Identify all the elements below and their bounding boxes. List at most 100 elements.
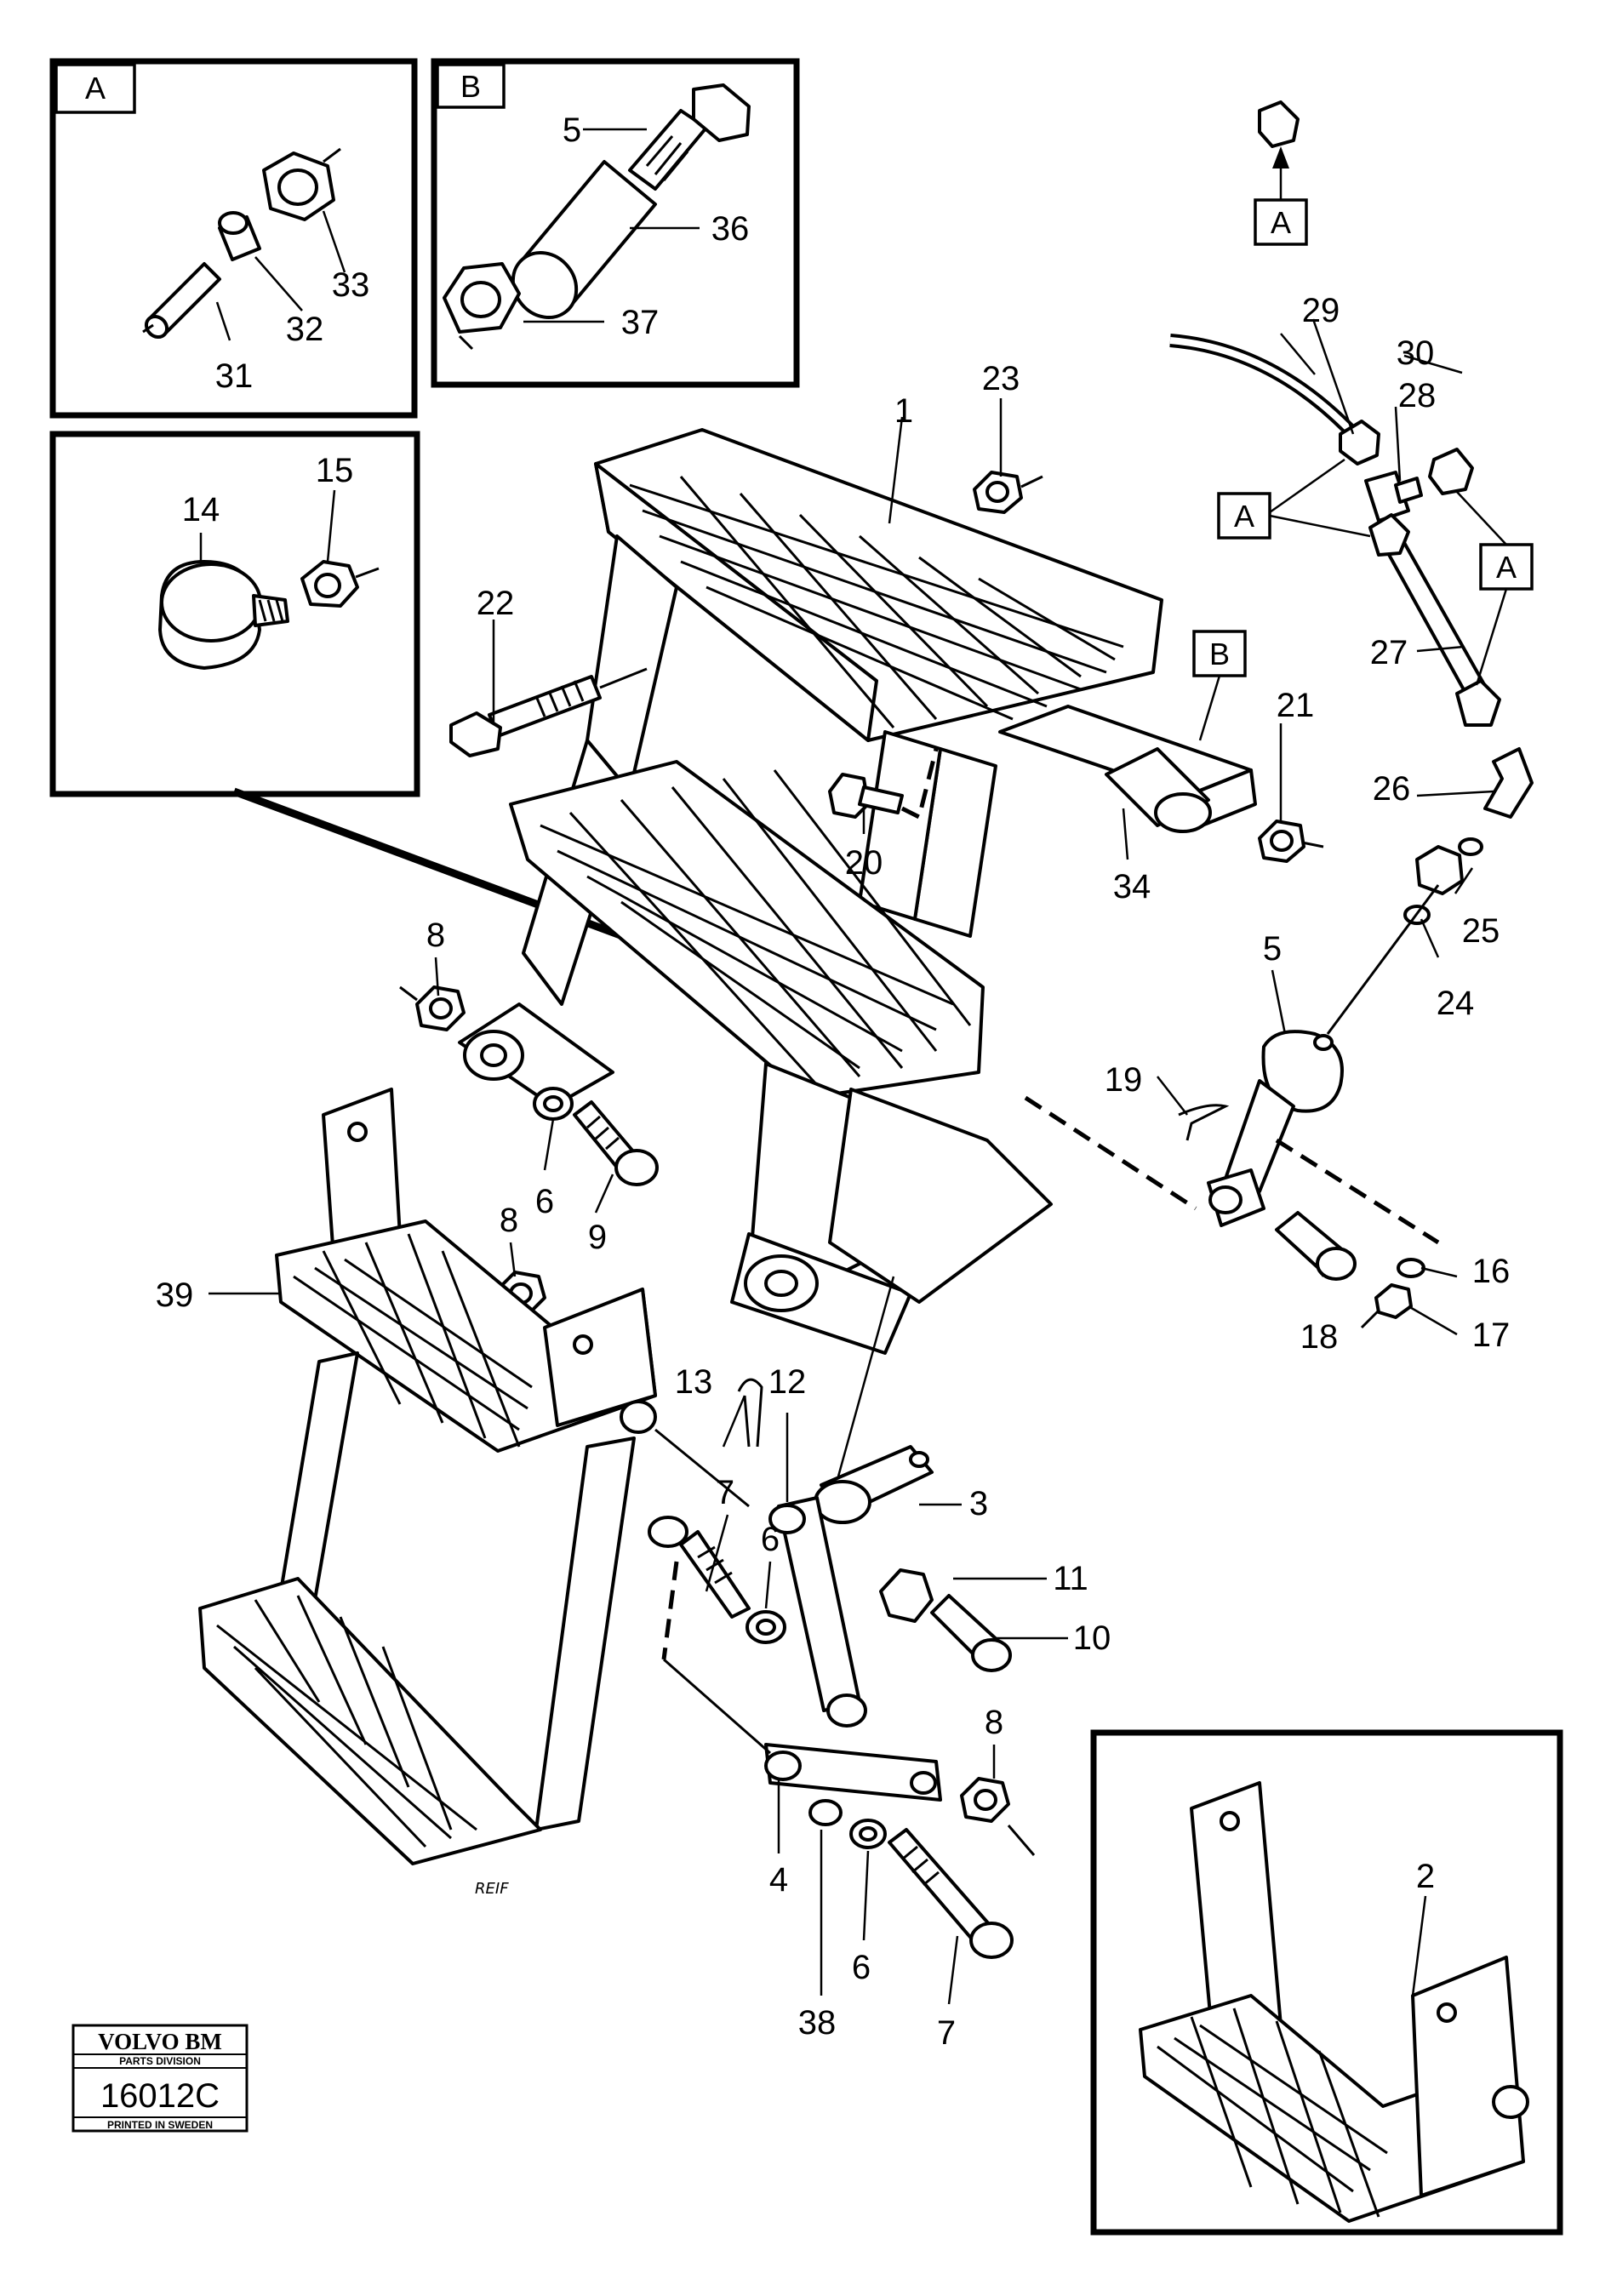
step-39: [198, 1088, 750, 1865]
callout-13: 13: [675, 1363, 713, 1401]
step-39-lower-grid: [216, 1595, 477, 1848]
callout-1: 1: [894, 392, 913, 430]
nut-8-upper: [399, 985, 466, 1031]
volvo-stamp: VOLVO BM PARTS DIVISION 16012C PRINTED I…: [71, 2024, 249, 2133]
callout-18: 18: [1300, 1318, 1339, 1356]
callout-37: 37: [621, 304, 660, 341]
nut-37: [443, 262, 521, 351]
artist-signature: REIF: [475, 1880, 509, 1898]
callout-20: 20: [845, 844, 883, 882]
callout-6-upper: 6: [535, 1183, 554, 1220]
inset-step-2-grid: [1157, 2008, 1388, 2218]
stamp-division: PARTS DIVISION: [119, 2055, 201, 2067]
callout-24: 24: [1437, 985, 1475, 1022]
callout-4: 4: [769, 1861, 788, 1899]
rubber-bumper-14: [158, 560, 289, 670]
callout-6-mid: 6: [761, 1521, 780, 1558]
lower-tread-grid: [540, 769, 972, 1087]
callout-8-mid: 8: [500, 1202, 518, 1239]
nut-17: [1360, 1283, 1413, 1329]
ref-tags: A A A B: [1192, 146, 1534, 741]
callout-7-upper: 7: [716, 1474, 734, 1511]
inset-bumper: 14 15: [49, 431, 420, 797]
washer-6-upper: [533, 1087, 574, 1121]
bushing-11: [879, 1568, 934, 1623]
bolt-7-lower: [888, 1828, 1014, 1959]
stamp-number: 16012C: [100, 2077, 220, 2115]
inset-a-label: A: [85, 71, 106, 106]
callout-2: 2: [1416, 1858, 1435, 1895]
bolt-20: [828, 748, 939, 820]
nut-23: [973, 471, 1043, 514]
pin-18: [1275, 1211, 1357, 1281]
main-step-frame-1: [458, 428, 1257, 1355]
leaders: [209, 318, 1494, 2005]
washer-16: [1397, 1258, 1425, 1278]
callout-19: 19: [1105, 1061, 1143, 1099]
inset-step-2: 2: [1090, 1729, 1563, 2236]
washer-6-low: [849, 1819, 887, 1849]
callout-25: 25: [1462, 912, 1500, 950]
nut-33: [262, 147, 341, 221]
callouts: 1 23 22 20 21 34 29 30 28 27 26 25 24 5 …: [156, 292, 1511, 2052]
callout-29: 29: [1302, 292, 1340, 329]
callout-14: 14: [182, 491, 220, 528]
callout-30: 30: [1397, 334, 1435, 372]
air-valve-5: [1207, 1030, 1344, 1227]
inset-b: B 5 36 37: [431, 58, 800, 388]
sleeve-32: [218, 211, 261, 261]
callout-22: 22: [477, 585, 515, 622]
callout-31: 31: [215, 357, 254, 395]
bolt-5-inset: [628, 83, 751, 191]
callout-36: 36: [711, 210, 750, 248]
pin-10: [930, 1594, 1012, 1672]
callout-3: 3: [969, 1485, 988, 1522]
cotter-13: [737, 1378, 763, 1448]
cotter-19: [1178, 1104, 1230, 1141]
bolt-22: [449, 667, 648, 757]
air-line-assembly: [1169, 100, 1547, 1035]
bolt-9: [573, 1100, 659, 1186]
callout-32: 32: [286, 311, 324, 348]
callout-5-inset: 5: [563, 111, 581, 149]
callout-23: 23: [982, 360, 1020, 397]
washer-12: [768, 1504, 806, 1534]
ref-tag-a-left: A: [1234, 499, 1254, 534]
stamp-printed: PRINTED IN SWEDEN: [107, 2119, 213, 2131]
washer-6-mid: [746, 1610, 786, 1644]
bolt-7-upper: [648, 1516, 751, 1619]
callout-8-upper: 8: [426, 917, 445, 954]
callout-10: 10: [1073, 1619, 1111, 1657]
callout-17: 17: [1472, 1316, 1511, 1354]
washer-38: [808, 1799, 843, 1826]
callout-28: 28: [1398, 377, 1437, 414]
nut-15: [300, 560, 380, 608]
callout-6-low: 6: [852, 1949, 871, 1986]
callout-38: 38: [798, 2004, 837, 2042]
callout-7-lower: 7: [937, 2014, 956, 2052]
link-4: [764, 1743, 942, 1802]
dashed-link-valve: [1024, 1095, 1440, 1245]
nut-21: [1258, 820, 1324, 863]
inset-a: A 31 32 33: [49, 58, 418, 419]
callout-21: 21: [1277, 687, 1315, 724]
link-vertical: [777, 1496, 867, 1728]
callout-33: 33: [332, 266, 370, 304]
callout-27: 27: [1370, 634, 1408, 671]
callout-11: 11: [1053, 1560, 1088, 1597]
upper-tread-grid: [629, 476, 1124, 728]
callout-12: 12: [768, 1363, 807, 1401]
callout-8-low: 8: [985, 1704, 1003, 1741]
ref-tag-a-right: A: [1496, 550, 1517, 585]
ref-tag-b: B: [1209, 637, 1230, 671]
step-39-upper-grid: [293, 1233, 533, 1448]
stamp-brand: VOLVO BM: [98, 2029, 222, 2054]
link-3: [814, 1445, 934, 1524]
callout-39: 39: [156, 1277, 194, 1314]
pipe-piece-31: [142, 262, 221, 340]
callout-16: 16: [1472, 1253, 1511, 1290]
nut-8-low: [960, 1777, 1036, 1856]
inset-b-label: B: [460, 69, 481, 104]
callout-15: 15: [316, 452, 354, 489]
